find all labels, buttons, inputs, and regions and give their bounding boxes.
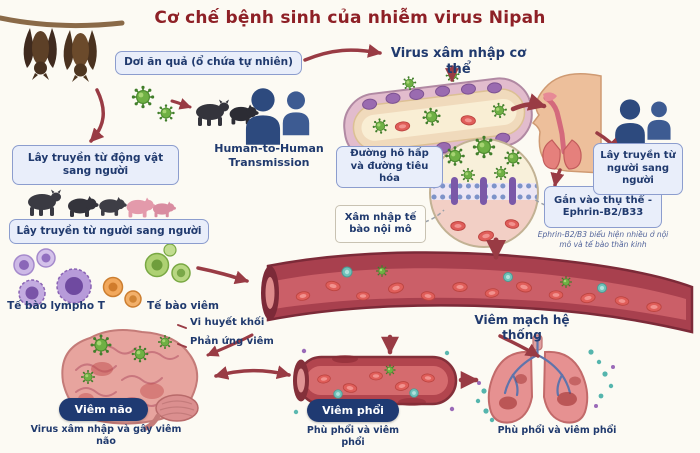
encephalitis-caption: Virus xâm nhập và gây viêm não	[30, 424, 182, 447]
endothelial-invasion-box: Xâm nhập tế bào nội mô	[335, 205, 426, 243]
pneumonia-badge: Viêm phổi	[307, 399, 399, 422]
fruit-bats-icon	[0, 15, 125, 82]
lung-edema-caption: Phù phổi và viêm phổi	[497, 425, 617, 436]
systemic-blood-vessel	[261, 251, 694, 334]
person-to-person-right-box: Lây truyền từ người sang người	[593, 143, 683, 195]
diagram-title: Cơ chế bệnh sinh của nhiễm virus Nipah	[154, 8, 546, 28]
bat-reservoir-label: Dơi ăn quả (ổ chứa tự nhiên)	[115, 51, 302, 75]
inflammatory-response-label: Phản ứng viêm	[190, 336, 274, 347]
microthrombi-label: Vi huyết khối	[190, 317, 265, 328]
lungs-illustration	[475, 334, 615, 424]
human-transmission-label: Human-to-Human Transmission	[214, 142, 324, 170]
animal-to-human-box: Lây truyền từ động vật sang người	[12, 145, 179, 185]
virus-particles-top	[131, 85, 176, 123]
t-lymphocyte-cells	[13, 248, 92, 307]
blood-vessel-cross-section	[343, 66, 533, 163]
encephalitis-badge: Viêm não	[59, 398, 148, 421]
virus-entry-label: Virus xâm nhập cơ thể	[390, 46, 527, 78]
transmission-route-box: Đường hô hấp và đường tiêu hóa	[336, 146, 443, 188]
inflammatory-cells	[102, 243, 191, 308]
systemic-vasculitis-label: Viêm mạch hệ thống	[474, 313, 570, 342]
flow-arrows	[89, 44, 621, 389]
t-lymphocyte-label: Tế bào lympho T	[7, 300, 105, 312]
human-figures-center	[245, 88, 310, 145]
pulmonary-vessel	[293, 348, 458, 415]
human-figures-right	[615, 99, 671, 149]
pneumonia-caption: Phù phổi và viêm phổi	[306, 425, 400, 448]
human-head-airway	[531, 73, 602, 174]
receptor-note: Ephrin-B2/B3 biểu hiện nhiều ở nội mô và…	[537, 230, 669, 249]
livestock-icons-row	[28, 189, 176, 218]
person-to-person-left-box: Lây truyền từ người sang người	[9, 219, 209, 244]
inflammatory-cells-label: Tế bào viêm	[147, 300, 219, 312]
